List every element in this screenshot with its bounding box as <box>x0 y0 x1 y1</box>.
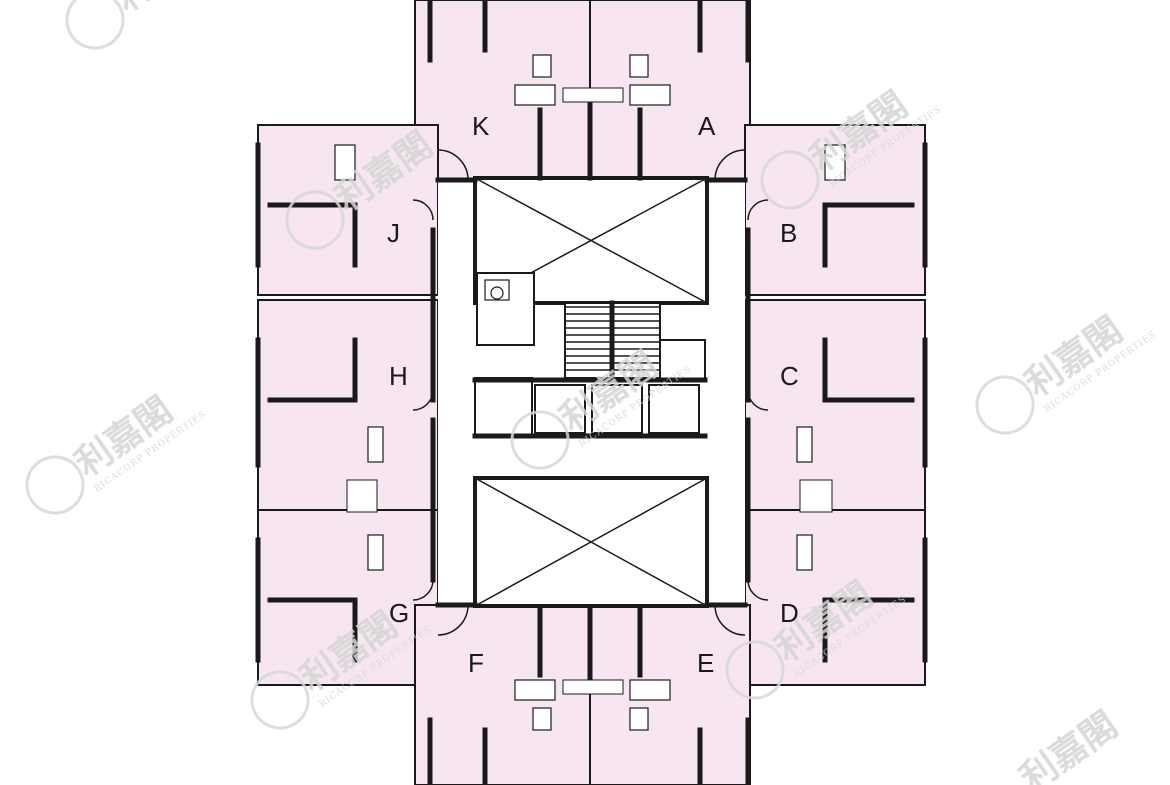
unit-label-a: A <box>698 111 716 141</box>
unit-label-h: H <box>389 361 408 391</box>
core-service-room <box>474 377 533 437</box>
lift-car-3 <box>648 384 700 434</box>
unit-footprints <box>257 0 926 785</box>
unit-h-area <box>257 299 439 511</box>
bathroom-fixtures <box>334 54 846 731</box>
unit-stairs <box>346 87 833 695</box>
watermark-logo-9: 利嘉閣 <box>1013 704 1126 785</box>
unit-label-f: F <box>468 648 484 678</box>
watermark-logo-2: 利嘉閣 RICACORP PROPERTIES <box>975 309 1159 435</box>
unit-f-area <box>414 604 591 785</box>
door-swings <box>412 149 769 636</box>
unit-label-d: D <box>780 598 799 628</box>
unit-c-area <box>744 299 926 511</box>
lift-car-2 <box>591 384 643 434</box>
unit-label-k: K <box>472 111 490 141</box>
unit-label-c: C <box>780 361 799 391</box>
structural-walls <box>255 0 928 785</box>
lift-car-1 <box>534 384 586 434</box>
watermark-logo-1: 利嘉閣 <box>65 0 221 50</box>
unit-label-j: J <box>387 218 400 248</box>
unit-label-e: E <box>697 648 714 678</box>
unit-labels: K A J B H C G D F E <box>387 111 799 678</box>
unit-label-g: G <box>389 598 409 628</box>
svg-text:利嘉閣: 利嘉閣 <box>108 0 221 20</box>
svg-text:利嘉閣: 利嘉閣 <box>1013 704 1126 785</box>
watermark-logo-3: 利嘉閣 RICACORP PROPERTIES <box>25 389 209 515</box>
central-core <box>438 176 745 608</box>
unit-label-b: B <box>780 218 797 248</box>
core-staircase <box>564 300 661 381</box>
